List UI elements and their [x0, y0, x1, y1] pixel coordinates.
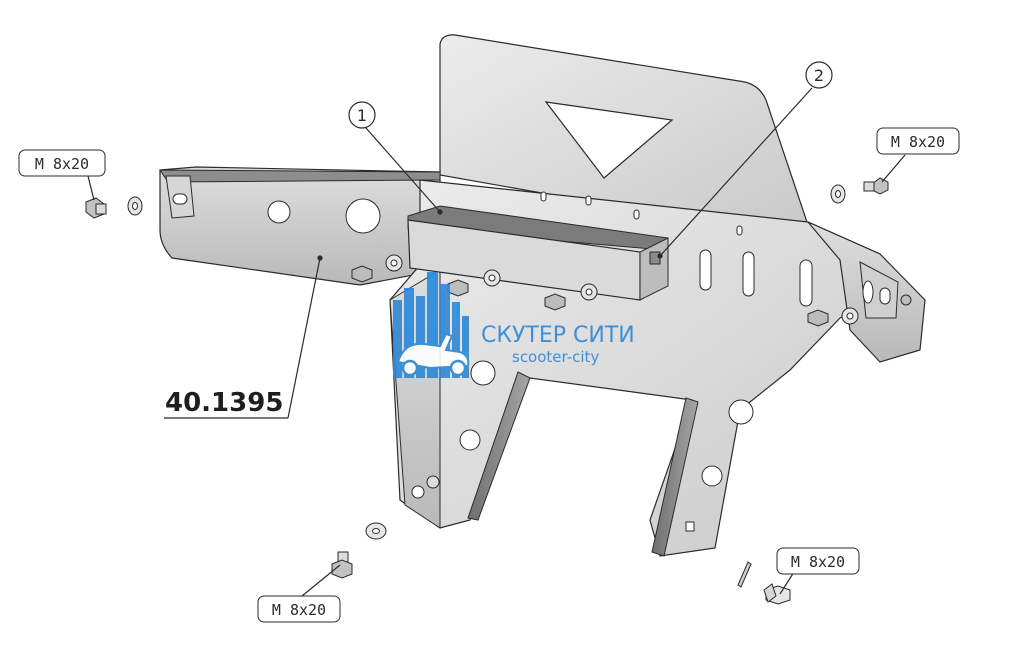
- bolt-icon: [85, 197, 107, 219]
- bolt-label-bottom-right: M 8x20: [776, 547, 860, 575]
- scooter-icon: [396, 332, 470, 377]
- leader-lines: [87, 87, 906, 597]
- bolt-size-label: M 8x20: [891, 133, 945, 151]
- installed-fasteners: [351, 254, 912, 327]
- bolt-label-bottom-left: M 8x20: [257, 595, 341, 623]
- bolt-size-label: M 8x20: [791, 553, 845, 571]
- triangular-cutout: [544, 101, 674, 179]
- watermark-subtitle: scooter-city: [512, 348, 599, 366]
- callout-number: 1: [357, 106, 367, 125]
- bolt-icon: [763, 583, 791, 605]
- bolt-icon: [863, 177, 889, 195]
- bolt-size-label: M 8x20: [272, 601, 326, 619]
- watermark-title: СКУТЕР СИТИ: [481, 323, 635, 348]
- city-skyline-icon: [393, 272, 469, 378]
- watermark: СКУТЕР СИТИ scooter-city: [393, 272, 635, 378]
- left-arm: [159, 166, 441, 286]
- bolt-label-left: M 8x20: [18, 149, 106, 177]
- callout-number: 2: [814, 66, 824, 85]
- pin-icon: [737, 561, 752, 588]
- bolt-label-right: M 8x20: [876, 127, 960, 155]
- mounting-bar: [407, 205, 669, 301]
- callout-2: 2: [805, 61, 833, 89]
- bolt-size-label: M 8x20: [35, 155, 89, 173]
- bolt-icon: [331, 551, 353, 579]
- loose-fasteners: [85, 177, 889, 605]
- callout-1: 1: [348, 101, 376, 129]
- part-number: 40.1395: [165, 388, 283, 418]
- back-plate: [439, 34, 809, 229]
